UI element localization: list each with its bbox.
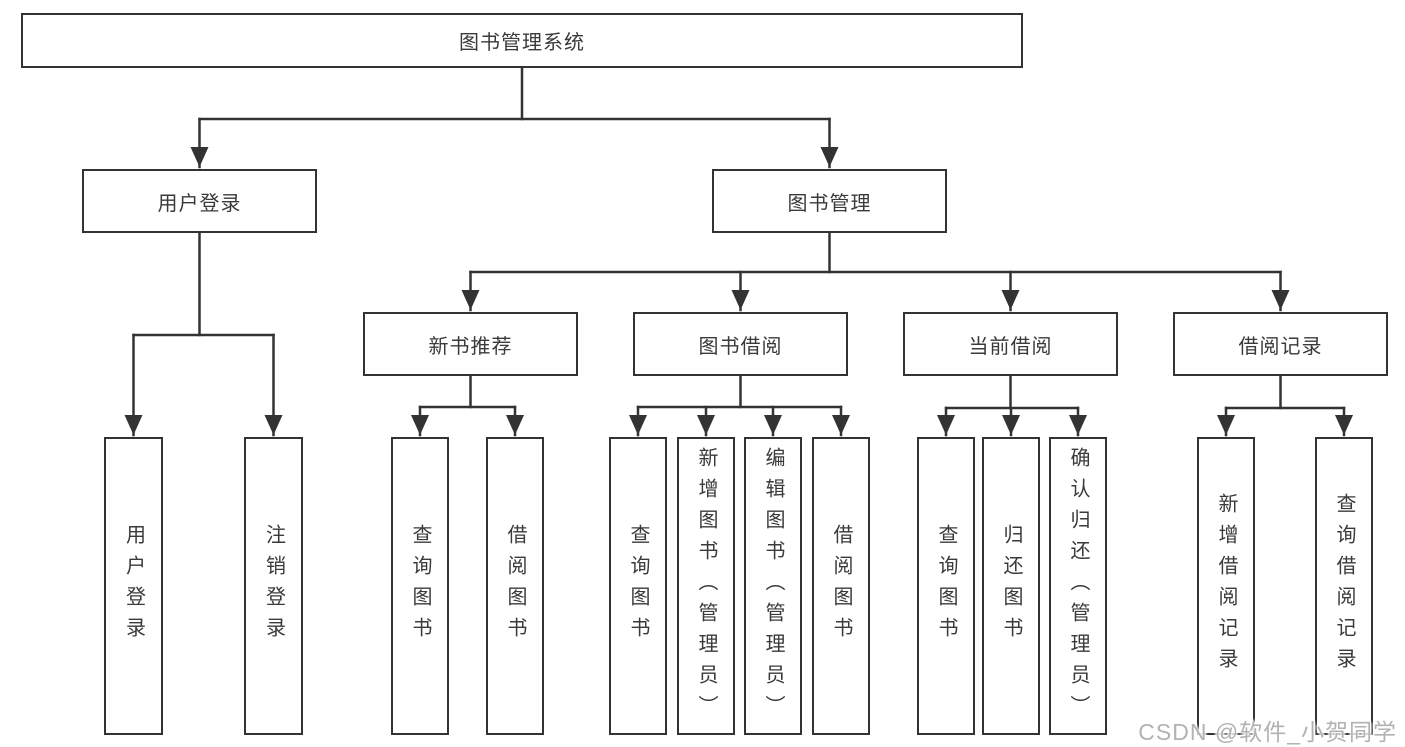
node-label: 编辑图书（管理员） xyxy=(762,446,784,726)
leaf-query-books-recommend: 查询图书 xyxy=(391,437,449,735)
leaf-query-books-borrowing: 查询图书 xyxy=(609,437,667,735)
node-label: 归还图书 xyxy=(1000,524,1022,648)
node-label: 用户登录 xyxy=(122,524,145,648)
node-library-management-system: 图书管理系统 xyxy=(21,13,1023,68)
leaf-return-books: 归还图书 xyxy=(982,437,1040,735)
csdn-watermark: CSDN @软件_小贺同学 xyxy=(1138,719,1397,745)
node-label: 借阅记录 xyxy=(1238,335,1323,358)
node-new-book-recommendation: 新书推荐 xyxy=(363,312,578,376)
leaf-query-borrow-record: 查询借阅记录 xyxy=(1315,437,1373,735)
leaf-add-books-admin: 新增图书（管理员） xyxy=(677,437,735,735)
node-label: 新增借阅记录 xyxy=(1215,493,1237,679)
node-label: 查询图书 xyxy=(409,524,431,648)
node-book-borrowing: 图书借阅 xyxy=(633,312,848,376)
node-label: 用户登录 xyxy=(157,192,242,215)
leaf-add-borrow-record: 新增借阅记录 xyxy=(1197,437,1255,735)
leaf-borrow-books-borrowing: 借阅图书 xyxy=(812,437,870,735)
leaf-logout: 注销登录 xyxy=(244,437,303,735)
node-label: 查询图书 xyxy=(627,524,649,648)
node-label: 借阅图书 xyxy=(830,524,852,648)
node-label: 借阅图书 xyxy=(504,524,526,648)
node-current-borrowing: 当前借阅 xyxy=(903,312,1118,376)
node-label: 确认归还（管理员） xyxy=(1067,446,1089,726)
node-label: 注销登录 xyxy=(262,524,285,648)
node-label: 查询借阅记录 xyxy=(1333,493,1355,679)
leaf-borrow-books-recommend: 借阅图书 xyxy=(486,437,544,735)
node-book-management: 图书管理 xyxy=(712,169,947,233)
node-label: 新增图书（管理员） xyxy=(695,446,717,726)
node-label: 新书推荐 xyxy=(428,335,513,358)
node-label: 图书借阅 xyxy=(698,335,783,358)
leaf-query-books-current: 查询图书 xyxy=(917,437,975,735)
node-label: 图书管理系统 xyxy=(459,32,585,54)
node-borrowing-records: 借阅记录 xyxy=(1173,312,1388,376)
node-label: 查询图书 xyxy=(935,524,957,648)
node-user-login: 用户登录 xyxy=(82,169,317,233)
leaf-user-login: 用户登录 xyxy=(104,437,163,735)
node-label: 当前借阅 xyxy=(968,335,1053,358)
node-label: 图书管理 xyxy=(787,192,872,215)
leaf-edit-books-admin: 编辑图书（管理员） xyxy=(744,437,802,735)
leaf-confirm-return-admin: 确认归还（管理员） xyxy=(1049,437,1107,735)
